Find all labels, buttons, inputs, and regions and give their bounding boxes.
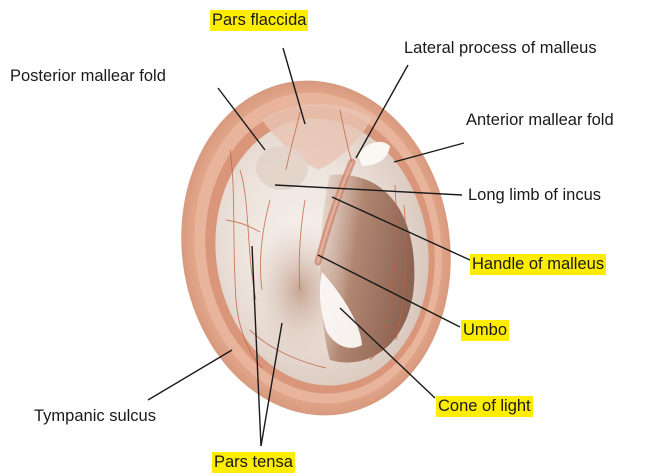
label-handle-of-malleus: Handle of malleus [470, 254, 606, 275]
label-cone-of-light: Cone of light [436, 396, 533, 417]
label-umbo: Umbo [461, 320, 509, 341]
label-pars-flaccida: Pars flaccida [210, 10, 308, 31]
label-tympanic-sulcus: Tympanic sulcus [34, 406, 156, 427]
label-anterior-mallear-fold: Anterior mallear fold [466, 110, 626, 131]
label-long-limb-of-incus: Long limb of incus [468, 185, 601, 206]
label-lateral-process-of-malleus: Lateral process of malleus [404, 38, 597, 59]
label-posterior-mallear-fold: Posterior mallear fold [10, 66, 166, 87]
label-pars-tensa: Pars tensa [212, 452, 295, 473]
